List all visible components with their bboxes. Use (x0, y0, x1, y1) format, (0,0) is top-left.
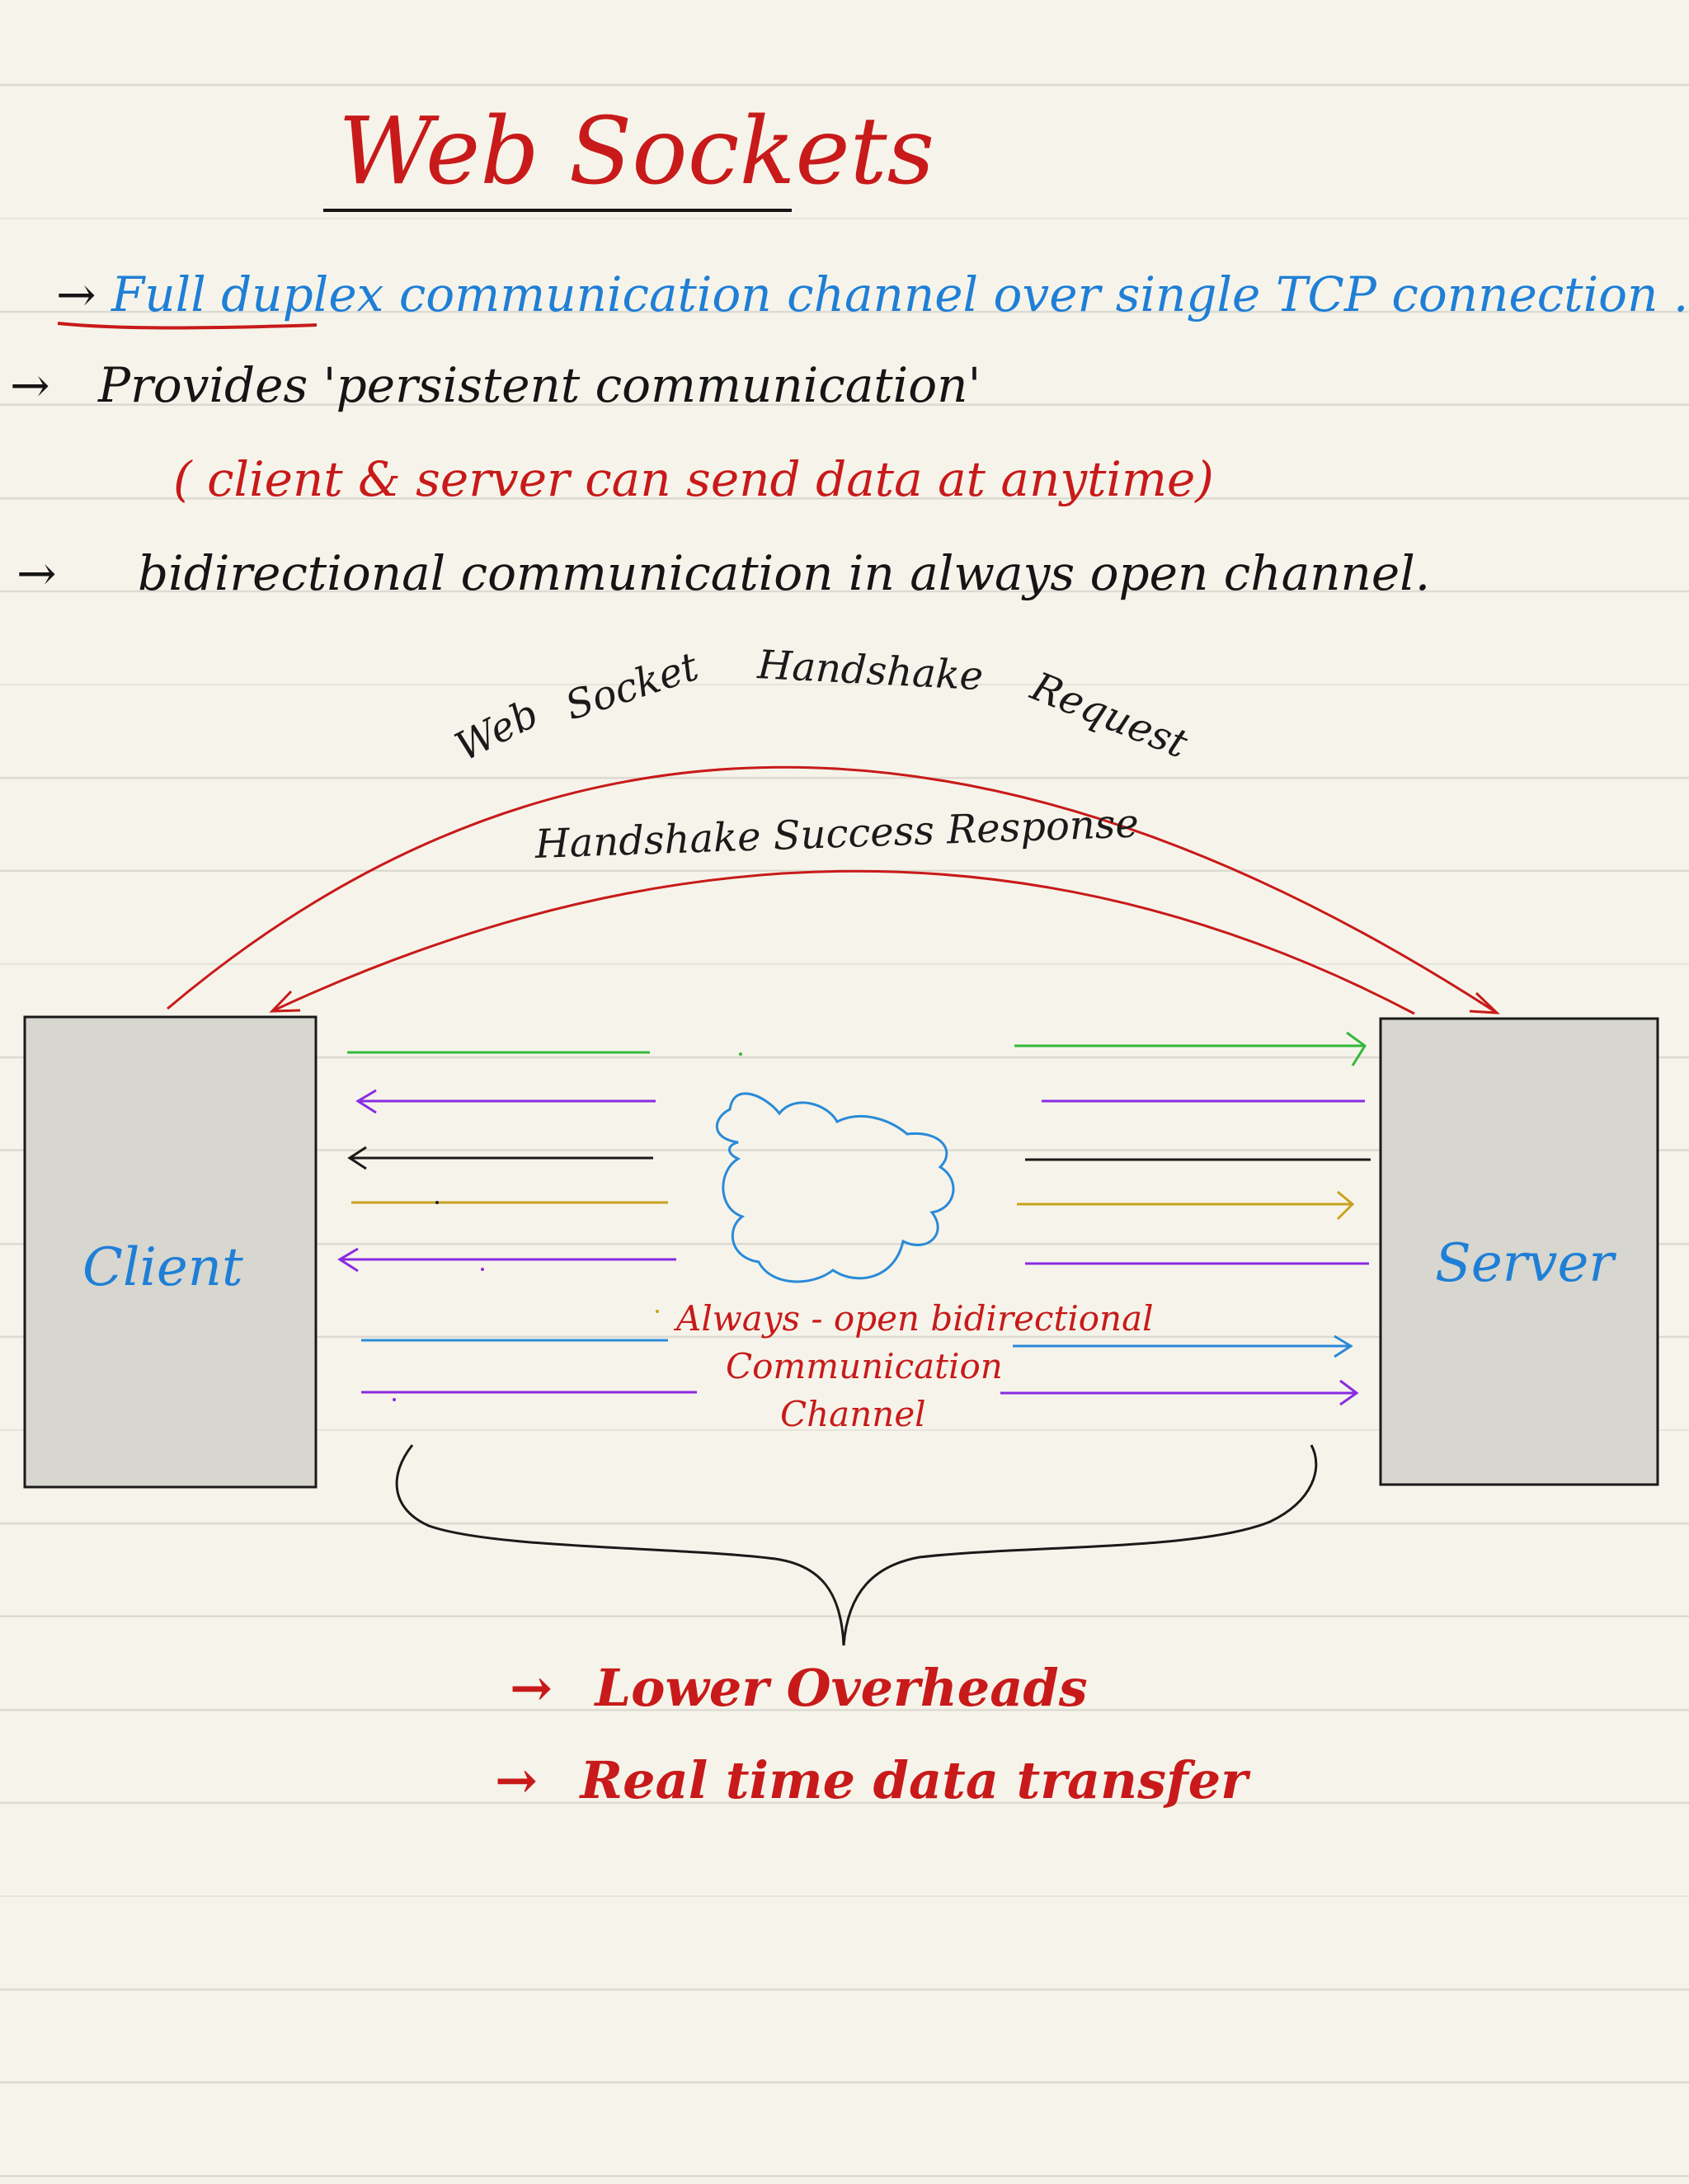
point-bidirectional: → bidirectional communication in always … (16, 549, 1430, 597)
server-box (1379, 1017, 1659, 1486)
bullet-arrow-icon: → (510, 1658, 553, 1718)
point-text: bidirectional communication in always op… (138, 545, 1431, 601)
benefit-text: Real time data transfer (580, 1750, 1248, 1810)
bullet-arrow-icon: → (56, 266, 96, 322)
right-channel-lines (1000, 1031, 1371, 1406)
server-label: Server (1435, 1233, 1614, 1294)
point-persistent: → Provides 'persistent communication' (10, 361, 981, 409)
benefit-lower-overheads: → Lower Overheads (510, 1663, 1088, 1714)
bullet-arrow-icon: → (10, 357, 50, 413)
benefit-text: Lower Overheads (595, 1658, 1088, 1718)
request-label-handshake: Handshake (756, 642, 985, 700)
point-emphasis: Full duplex (111, 266, 384, 322)
point-text: Provides 'persistent communication' (98, 357, 981, 413)
curly-brace (395, 1444, 1318, 1646)
point-text: communication channel over single TCP co… (398, 266, 1689, 322)
channel-label-line3: Channel (780, 1394, 926, 1434)
response-arrowhead-icon (269, 990, 301, 1013)
request-arc (167, 765, 1498, 1014)
request-arrowhead-icon (1469, 991, 1500, 1014)
response-arc (271, 869, 1415, 1015)
benefit-real-time: → Real time data transfer (495, 1755, 1248, 1806)
channel-label-line2: Communication (726, 1346, 1003, 1386)
channel-label-line1: Always - open bidirectional (676, 1298, 1154, 1339)
page-title: Web Sockets (338, 98, 935, 205)
client-label: Client (82, 1237, 243, 1298)
point-note: ( client & server can send data at anyti… (173, 451, 1214, 507)
cloud-icon (715, 1092, 955, 1283)
bullet-arrow-icon: → (495, 1750, 538, 1810)
client-box (23, 1015, 318, 1489)
emphasis-underline (57, 322, 318, 330)
bullet-arrow-icon: → (16, 545, 57, 601)
left-channel-lines (337, 1051, 697, 1394)
point-full-duplex: → Full duplex communication channel over… (56, 271, 1688, 318)
